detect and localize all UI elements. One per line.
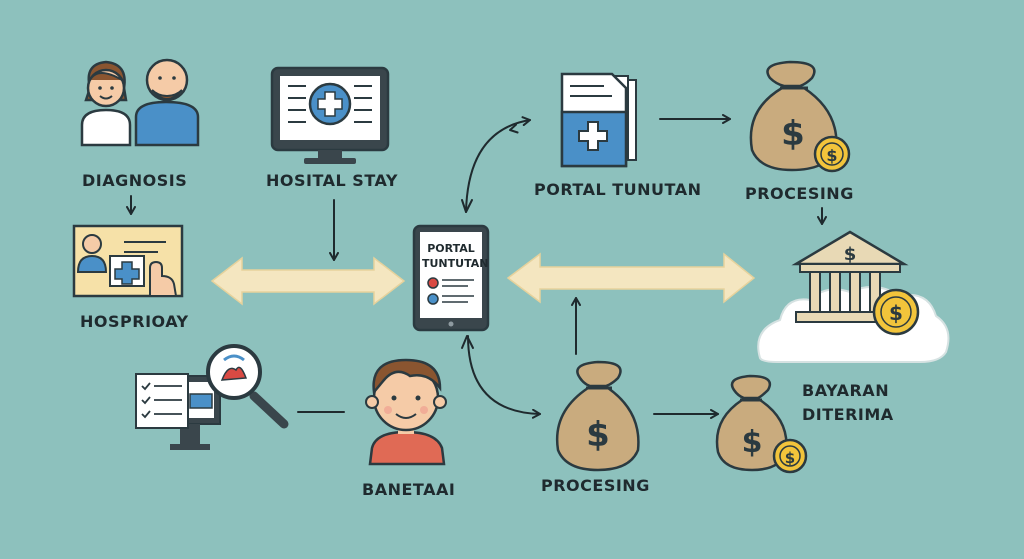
review-checklist-icon	[135, 344, 289, 450]
double-arrow-right	[506, 252, 756, 304]
tablet-title-line2: TUNTUTAN	[422, 257, 489, 270]
label-hospital-stay: HOSITAL STAY	[266, 171, 398, 190]
money-bag-icon: $ $	[715, 374, 808, 474]
label-beneficiary: BANETAAI	[362, 480, 456, 499]
tablet-portal-icon	[412, 224, 490, 332]
svg-text:$: $	[742, 425, 763, 460]
beneficiary-icon	[365, 358, 447, 466]
label-bayaran: BAYARAN	[802, 381, 890, 400]
label-diterima: DITERIMA	[802, 405, 894, 424]
tablet-title-line1: PORTAL	[427, 242, 475, 255]
dollar-sign-icon: $	[781, 114, 805, 154]
money-bag-icon: $ $	[749, 60, 851, 173]
connector-arrows	[126, 114, 827, 419]
monitor-medical-icon	[270, 66, 390, 164]
label-processing-bottom: PROCESING	[541, 476, 650, 495]
svg-text:$: $	[785, 449, 795, 467]
label-diagnosis: DIAGNOSIS	[82, 171, 188, 190]
svg-text:$: $	[889, 301, 903, 325]
couple-icon	[80, 58, 200, 147]
svg-text:$: $	[586, 415, 610, 455]
claim-document-icon	[560, 72, 637, 168]
bank-icon: $ $	[757, 230, 950, 363]
label-portal-tuntutan: PORTAL TUNUTAN	[534, 180, 702, 199]
label-processing-top: PROCESING	[745, 184, 854, 203]
double-arrow-left	[210, 256, 406, 306]
medical-card-icon	[72, 224, 184, 298]
svg-text:$: $	[826, 146, 837, 165]
money-bag-icon: $	[555, 360, 640, 472]
label-hosprioay: HOSPRIOAY	[80, 312, 189, 331]
svg-text:$: $	[844, 244, 857, 265]
